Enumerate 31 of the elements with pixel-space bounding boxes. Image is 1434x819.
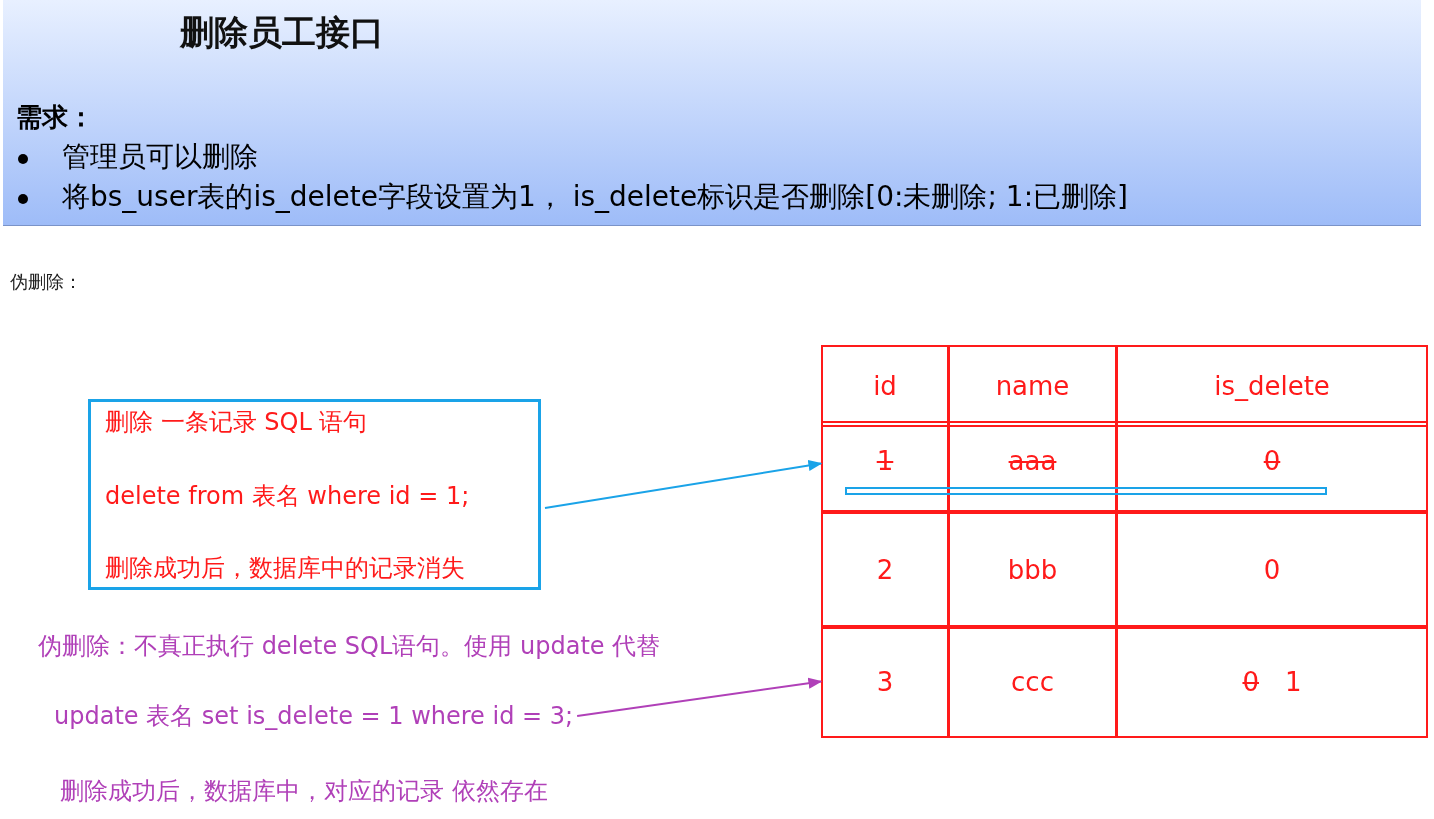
table-row [821,421,1428,514]
table-cell: ccc [950,627,1118,736]
table-cell: 1 [823,423,950,512]
cell-value: 1 [1285,666,1302,697]
sql-text: 删除成功后，数据库中的记录消失 [105,553,465,584]
arrow [576,677,823,717]
table-cell: id [823,347,950,425]
page-title: 删除员工接口 [180,11,384,54]
table-cell-text: 0 [1262,553,1282,587]
sql-text: update 表名 set is_delete = 1 where id = 3; [54,700,574,732]
bullet-text: 将bs_user表的is_delete字段设置为1， is_delete标识是否删除[0:未删除; 1:已删除] [62,179,1128,215]
note-text: 伪删除：不真正执行 delete SQL语句。使用 update 代替 [38,631,661,662]
table-cell: bbb [950,512,1118,627]
sql-text: 删除 一条记录 SQL 语句 [105,407,368,438]
table-cell: 3 [823,627,950,736]
crossed-out-value: 0 [1242,666,1259,697]
table-row [821,510,1428,629]
table-cell: aaa [950,423,1118,512]
note-text: 伪删除： [10,270,82,294]
table-header-row [821,345,1428,427]
bullet-text: 管理员可以删除 [62,139,258,175]
table-cell-text: 0 [1262,444,1282,478]
heading-text: 需求： [16,101,94,134]
table-cell: 2 [823,512,950,627]
note-text: 删除成功后，数据库中，对应的记录 依然存在 [60,776,548,807]
arrow [544,460,823,509]
table-cell-text: is_delete [1213,370,1331,403]
table-cell: name [950,347,1118,425]
sql-text: delete from 表名 where id = 1; [105,481,470,512]
sql-box [88,399,541,590]
table-row [821,625,1428,738]
